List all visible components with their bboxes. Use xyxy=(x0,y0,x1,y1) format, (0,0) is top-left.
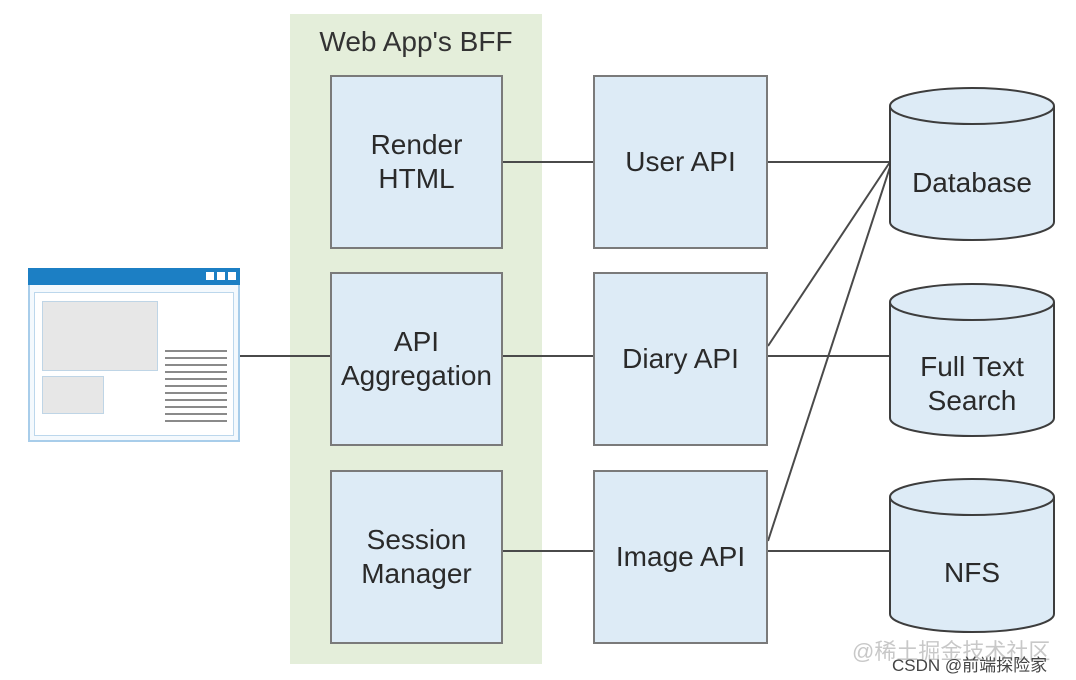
render-html-label: Render HTML xyxy=(370,129,463,194)
browser-title-bar xyxy=(28,268,240,285)
browser-button-icon xyxy=(228,272,236,280)
browser-button-icon xyxy=(217,272,225,280)
bff-title: Web App's BFF xyxy=(319,26,513,57)
browser-thumbnail-placeholder xyxy=(42,376,104,414)
user-api-label: User API xyxy=(625,146,736,177)
browser-text-line xyxy=(165,357,227,359)
browser-button-icon xyxy=(206,272,214,280)
full-text-search-cylinder xyxy=(889,283,1055,437)
connector-diary-database xyxy=(767,161,891,347)
image-api-box: Image API xyxy=(593,470,768,644)
watermark-csdn: CSDN @前端探险家 xyxy=(892,656,1048,675)
browser-text-line xyxy=(165,378,227,380)
database-label: Database xyxy=(912,167,1032,198)
diary-api-box: Diary API xyxy=(593,272,768,446)
browser-text-line xyxy=(165,392,227,394)
connector-image-database xyxy=(767,166,891,542)
full-text-search-label: Full Text Search xyxy=(920,351,1024,416)
browser-text-line xyxy=(165,406,227,408)
session-manager-label: Session Manager xyxy=(361,524,472,589)
browser-text-line xyxy=(165,399,227,401)
session-manager-box: Session Manager xyxy=(330,470,503,644)
browser-text-line xyxy=(165,413,227,415)
api-aggregation-box: API Aggregation xyxy=(330,272,503,446)
watermark-juejin: @稀土掘金技术社区 xyxy=(852,639,1051,664)
browser-text-line xyxy=(165,364,227,366)
diary-api-label: Diary API xyxy=(622,343,739,374)
browser-text-line xyxy=(165,385,227,387)
browser-image-placeholder xyxy=(42,301,158,371)
browser-text-line xyxy=(165,371,227,373)
database-cylinder xyxy=(889,87,1055,241)
nfs-cylinder xyxy=(889,478,1055,633)
browser-text-line xyxy=(165,350,227,352)
browser-text-line xyxy=(165,420,227,422)
api-aggregation-label: API Aggregation xyxy=(340,326,492,391)
image-api-label: Image API xyxy=(615,541,746,572)
user-api-box: User API xyxy=(593,75,768,249)
nfs-label: NFS xyxy=(944,557,1000,588)
render-html-box: Render HTML xyxy=(330,75,503,249)
